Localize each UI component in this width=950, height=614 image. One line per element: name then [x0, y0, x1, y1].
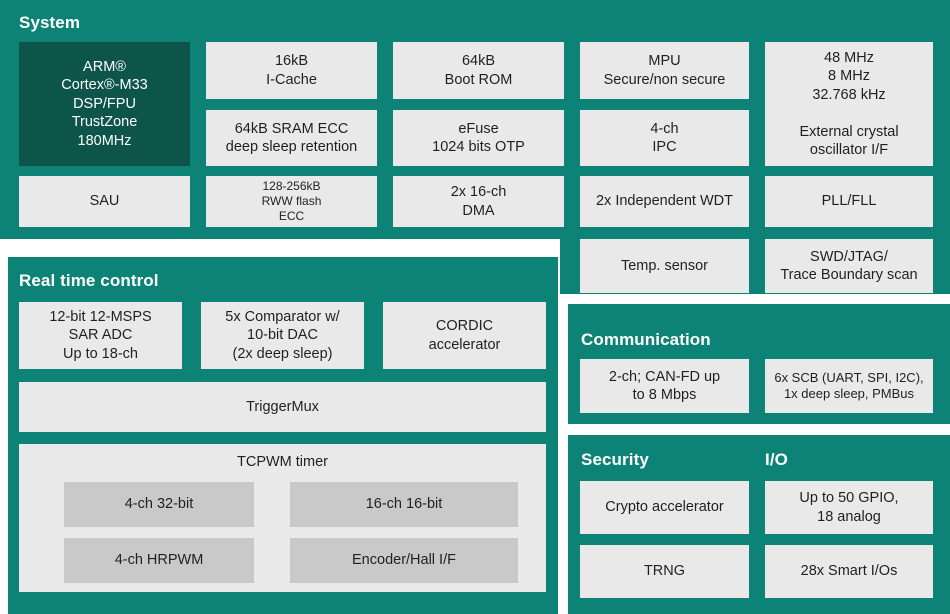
group-tcpwm-timer-label: TCPWM timer	[236, 454, 328, 470]
block-mpu: MPU Secure/non secure	[580, 42, 749, 99]
block-comparator-dac: 5x Comparator w/ 10-bit DAC (2x deep sle…	[201, 302, 364, 369]
block-tcpwm-16ch-16bit: 16-ch 16-bit	[290, 482, 518, 527]
block-tcpwm-encoder-hall: Encoder/Hall I/F	[290, 538, 518, 583]
system-panel-title: System	[19, 13, 81, 32]
block-sau: SAU	[19, 176, 190, 227]
block-cpu-core: ARM® Cortex®-M33 DSP/FPU TrustZone 180MH…	[19, 42, 190, 166]
block-triggermux: TriggerMux	[19, 382, 546, 432]
block-efuse: eFuse 1024 bits OTP	[393, 110, 564, 166]
block-smart-io: 28x Smart I/Os	[765, 545, 933, 598]
realtime-control-panel-title: Real time control	[19, 271, 159, 290]
block-swd-jtag: SWD/JTAG/ Trace Boundary scan	[765, 239, 933, 293]
block-gpio: Up to 50 GPIO, 18 analog	[765, 481, 933, 534]
block-crypto-accelerator: Crypto accelerator	[580, 481, 749, 534]
block-flash: 128-256kB RWW flash ECC	[206, 176, 377, 227]
block-clocks: 48 MHz 8 MHz 32.768 kHz External crystal…	[765, 42, 933, 166]
block-dma: 2x 16-ch DMA	[393, 176, 564, 227]
security-panel-title: Security	[581, 450, 649, 469]
block-icache: 16kB I-Cache	[206, 42, 377, 99]
block-boot-rom: 64kB Boot ROM	[393, 42, 564, 99]
block-temp-sensor: Temp. sensor	[580, 239, 749, 293]
block-sar-adc: 12-bit 12-MSPS SAR ADC Up to 18-ch	[19, 302, 182, 369]
block-trng: TRNG	[580, 545, 749, 598]
block-sram: 64kB SRAM ECC deep sleep retention	[206, 110, 377, 166]
block-scb: 6x SCB (UART, SPI, I2C), 1x deep sleep, …	[765, 359, 933, 413]
block-tcpwm-4ch-hrpwm: 4-ch HRPWM	[64, 538, 254, 583]
communication-panel-title: Communication	[581, 330, 711, 349]
block-pll-fll: PLL/FLL	[765, 176, 933, 227]
block-tcpwm-4ch-32bit: 4-ch 32-bit	[64, 482, 254, 527]
io-panel-title: I/O	[765, 450, 788, 469]
block-cordic: CORDIC accelerator	[383, 302, 546, 369]
block-wdt: 2x Independent WDT	[580, 176, 749, 227]
block-ipc: 4-ch IPC	[580, 110, 749, 166]
block-can-fd: 2-ch; CAN-FD up to 8 Mbps	[580, 359, 749, 413]
